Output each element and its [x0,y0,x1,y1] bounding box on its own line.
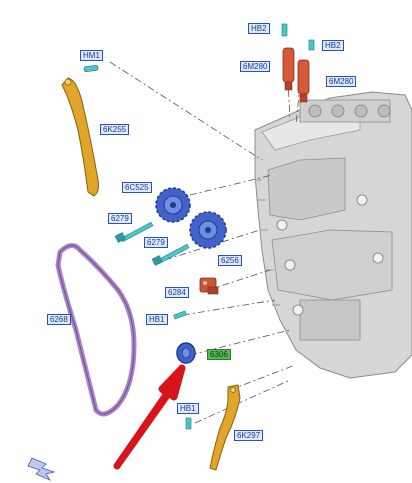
label-6c525[interactable]: 6C525 [122,182,152,193]
camshaft-sprocket-6256 [189,211,227,249]
label-6284[interactable]: 6284 [165,287,189,298]
label-6306[interactable]: 6306 [207,349,231,360]
guide-pivot-lower-icon [230,387,236,393]
upper-chain-guide [61,77,99,197]
oil-control-solenoid-right [297,59,310,103]
hb2-bolt-right [308,39,315,51]
double-arrow-icon [27,457,56,481]
timing-chain [55,243,137,417]
timing-chain-outline [57,245,135,415]
camshaft-sprocket-6c525 [155,187,191,223]
label-hb2-top[interactable]: HB2 [248,23,270,34]
label-6k297[interactable]: 6K297 [234,430,264,441]
label-6256[interactable]: 6256 [218,255,242,266]
lower-chain-guide [209,384,241,471]
label-6268[interactable]: 6268 [47,314,71,325]
label-hb1-upper[interactable]: HB1 [146,314,168,325]
label-hb1-lower[interactable]: HB1 [177,403,199,414]
engine-block [254,91,412,379]
label-hb2-right[interactable]: HB2 [322,40,344,51]
oil-control-solenoid-left [282,47,295,91]
red-arrow-icon [113,364,186,470]
label-6k255[interactable]: 6K255 [100,124,130,135]
sprocket-bolt-left [114,221,154,243]
label-6279-left[interactable]: 6279 [108,213,132,224]
hb1-bolt-upper [173,310,187,320]
label-6279-mid[interactable]: 6279 [144,237,168,248]
hb1-bolt-lower [185,417,192,430]
sprocket-bolt-mid [151,243,190,266]
label-6m280-right[interactable]: 6M280 [326,76,357,87]
chain-tensioner-6284 [199,277,219,295]
hm1-pin [83,64,99,73]
label-6m280-left[interactable]: 6M280 [240,61,271,72]
label-hm1[interactable]: HM1 [80,50,103,61]
hb2-bolt-top [281,23,288,37]
crankshaft-sprocket-6306 [176,342,196,364]
guide-pivot-icon [64,78,72,86]
